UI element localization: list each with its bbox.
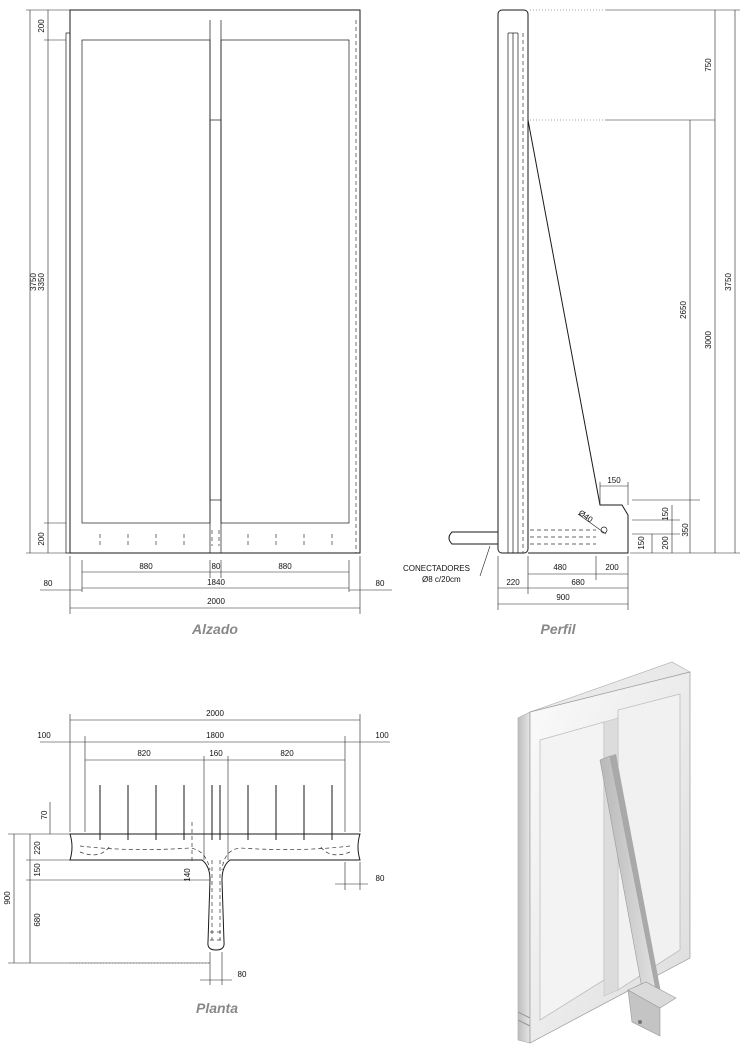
perfil-height-3750: 3750 xyxy=(724,273,733,291)
alzado-view: 3750 200 3350 200 880 80 880 1840 2000 8… xyxy=(26,9,392,637)
alzado-width-side-left: 80 xyxy=(44,579,53,588)
planta-height-680: 680 xyxy=(33,913,42,927)
planta-view: 2000 100 1800 100 820 160 820 70 220 150… xyxy=(3,709,390,1016)
perfil-connectors-label-1: CONECTADORES xyxy=(403,564,470,573)
planta-width-right: 820 xyxy=(280,749,294,758)
perfil-width-480: 480 xyxy=(553,563,567,572)
alzado-height-total: 3750 xyxy=(29,273,38,291)
planta-height-70: 70 xyxy=(40,810,49,819)
perfil-width-150-top: 150 xyxy=(607,476,621,485)
alzado-height-bottom: 200 xyxy=(37,532,46,546)
planta-height-220: 220 xyxy=(33,841,42,855)
caption-perfil: Perfil xyxy=(540,621,576,637)
alzado-width-total: 2000 xyxy=(207,597,225,606)
planta-height-150: 150 xyxy=(33,863,42,877)
caption-planta: Planta xyxy=(196,1000,238,1016)
perfil-height-200: 200 xyxy=(661,536,670,550)
planta-height-140: 140 xyxy=(183,868,192,882)
alzado-height-top: 200 xyxy=(37,19,46,33)
perfil-diameter: Ø40 xyxy=(577,508,595,524)
alzado-width-right-panel: 880 xyxy=(278,562,292,571)
perfil-height-2650: 2650 xyxy=(679,301,688,319)
planta-width-left: 820 xyxy=(137,749,151,758)
perfil-width-220: 220 xyxy=(506,578,520,587)
perfil-width-680: 680 xyxy=(571,578,585,587)
perfil-width-900: 900 xyxy=(556,593,570,602)
perfil-connectors-label-2: Ø8 c/20cm xyxy=(422,575,461,584)
planta-width-80-right: 80 xyxy=(376,874,385,883)
alzado-width-center: 80 xyxy=(212,562,221,571)
alzado-width-inner: 1840 xyxy=(207,578,225,587)
alzado-width-left-panel: 880 xyxy=(139,562,153,571)
planta-width-inner: 1800 xyxy=(206,731,224,740)
perfil-width-200: 200 xyxy=(605,563,619,572)
perfil-height-150-side: 150 xyxy=(661,507,670,521)
planta-height-900: 900 xyxy=(3,891,12,905)
alzado-width-side-right: 80 xyxy=(376,579,385,588)
perfil-view: Ø40 750 3750 2650 3000 150 350 200 150 1… xyxy=(403,9,740,637)
planta-width-center: 160 xyxy=(209,749,223,758)
alzado-height-mid: 3350 xyxy=(37,273,46,291)
planta-width-80-bottom: 80 xyxy=(238,970,247,979)
perfil-height-3000: 3000 xyxy=(704,331,713,349)
perfil-height-150-low: 150 xyxy=(637,536,646,550)
planta-width-side-right: 100 xyxy=(375,731,389,740)
perfil-height-750: 750 xyxy=(704,58,713,72)
planta-width-side-left: 100 xyxy=(37,731,51,740)
caption-alzado: Alzado xyxy=(191,621,238,637)
perfil-height-350: 350 xyxy=(681,523,690,537)
panel-3d-render xyxy=(517,661,691,1044)
planta-width-total: 2000 xyxy=(206,709,224,718)
